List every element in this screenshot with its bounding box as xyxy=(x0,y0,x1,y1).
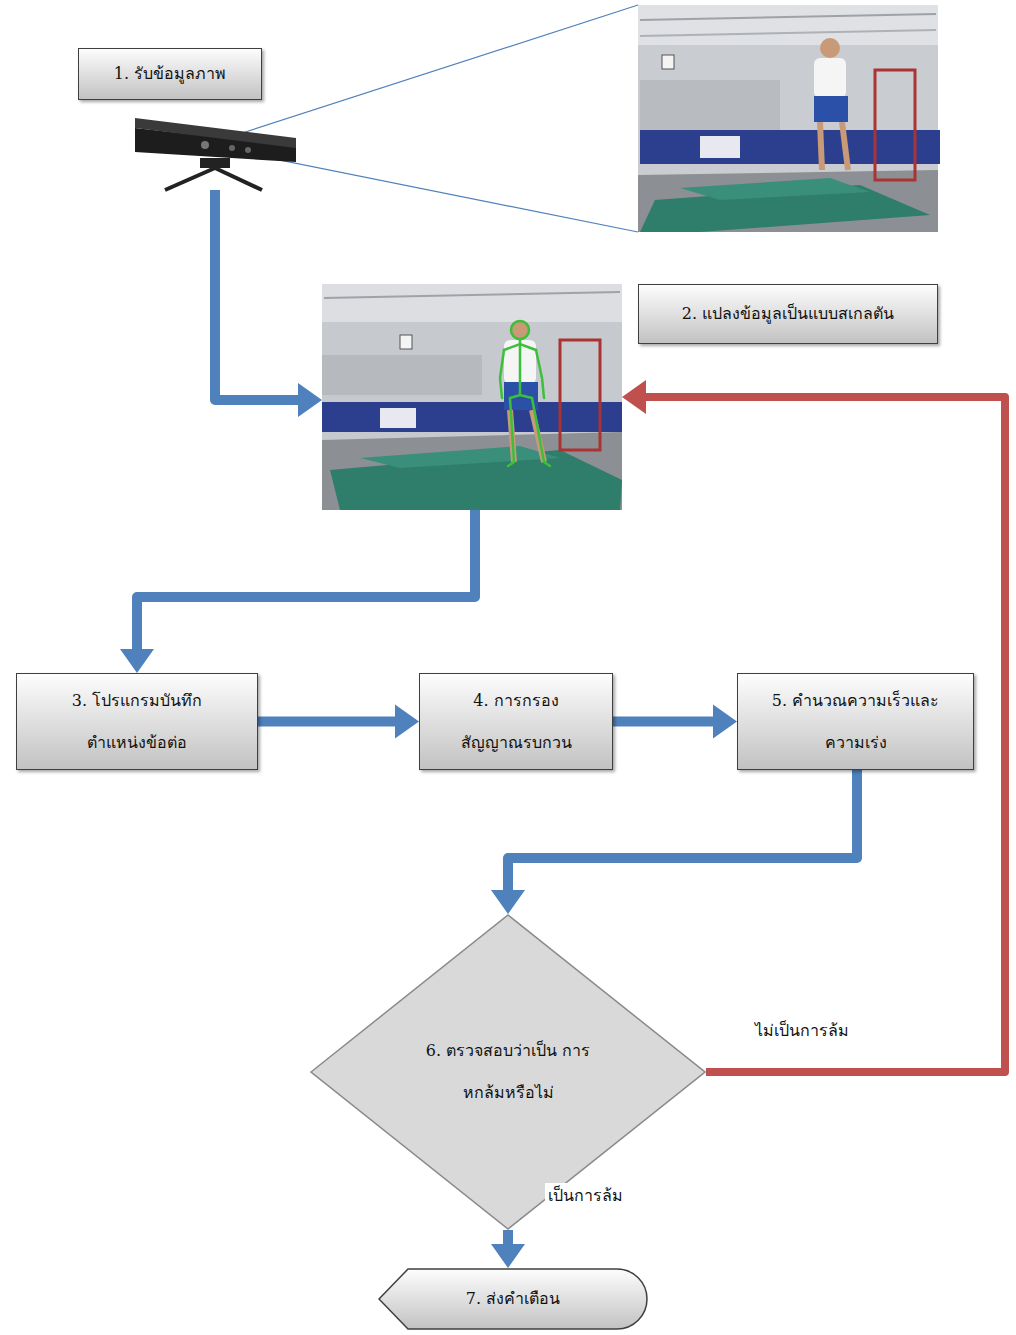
edge-label: ไม่เป็นการล้ม xyxy=(752,1018,852,1043)
arrowhead xyxy=(491,1244,525,1268)
step-text: 2. แปลงข้อมูลเป็นแบบสเกลตัน xyxy=(682,302,894,326)
connector-line xyxy=(508,770,857,892)
process-box: 5. คำนวณความเร็วและ ความเร่ง xyxy=(737,673,974,770)
connector-line xyxy=(613,717,715,727)
connector-line xyxy=(503,1230,513,1246)
step-text: 5. คำนวณความเร็วและ ความเร่ง xyxy=(767,680,945,763)
view-line xyxy=(205,5,638,145)
label-box: 2. แปลงข้อมูลเป็นแบบสเกลตัน xyxy=(638,284,938,344)
connector-line xyxy=(215,190,300,400)
flow-arrow xyxy=(120,510,475,673)
connector-line xyxy=(137,510,475,651)
step-text: 3. โปรแกรมบันทึก ตำแหน่งข้อต่อ xyxy=(62,680,212,763)
text-holder: 6. ตรวจสอบว่าเป็น การหกล้มหรือไม่ xyxy=(310,914,706,1230)
arrowhead xyxy=(622,380,646,414)
flow-arrow xyxy=(491,770,857,914)
flow-arrow xyxy=(622,380,1005,1072)
camera-symbol xyxy=(135,118,296,190)
edge-label: เป็นการล้ม xyxy=(545,1183,626,1208)
skeleton-photo xyxy=(322,284,622,510)
connector-line xyxy=(644,397,1005,1072)
camera-photo xyxy=(638,5,940,232)
step-text: 7. ส่งคำเตือน xyxy=(466,1287,560,1311)
arrowhead xyxy=(395,705,419,739)
arrowhead xyxy=(491,890,525,914)
flow-arrow xyxy=(491,1230,525,1268)
arrowhead xyxy=(298,383,322,417)
flow-arrow xyxy=(613,705,737,739)
process-box: 1. รับข้อมูลภาพ xyxy=(78,48,300,190)
label-box: 1. รับข้อมูลภาพ xyxy=(78,48,262,100)
arrowhead xyxy=(120,649,154,673)
display-shape: 7. ส่งคำเตือน xyxy=(378,1268,648,1330)
process-box: 4. การกรอง สัญญาณรบกวน xyxy=(419,673,613,770)
step-text: 4. การกรอง สัญญาณรบกวน xyxy=(456,680,576,763)
decision-diamond: 6. ตรวจสอบว่าเป็น การหกล้มหรือไม่ xyxy=(310,914,706,1230)
connector-line xyxy=(258,717,397,727)
arrowhead xyxy=(713,705,737,739)
flow-arrow xyxy=(258,705,419,739)
diamond-outline xyxy=(310,914,706,1230)
step-text: 1. รับข้อมูลภาพ xyxy=(114,62,226,86)
step-text: 6. ตรวจสอบว่าเป็น การหกล้มหรือไม่ xyxy=(413,1030,603,1113)
text-holder: 7. ส่งคำเตือน xyxy=(378,1268,648,1330)
flow-arrow xyxy=(215,190,322,417)
process-box: 3. โปรแกรมบันทึก ตำแหน่งข้อต่อ xyxy=(16,673,258,770)
process-box: 2. แปลงข้อมูลเป็นแบบสเกลตัน xyxy=(322,284,938,510)
